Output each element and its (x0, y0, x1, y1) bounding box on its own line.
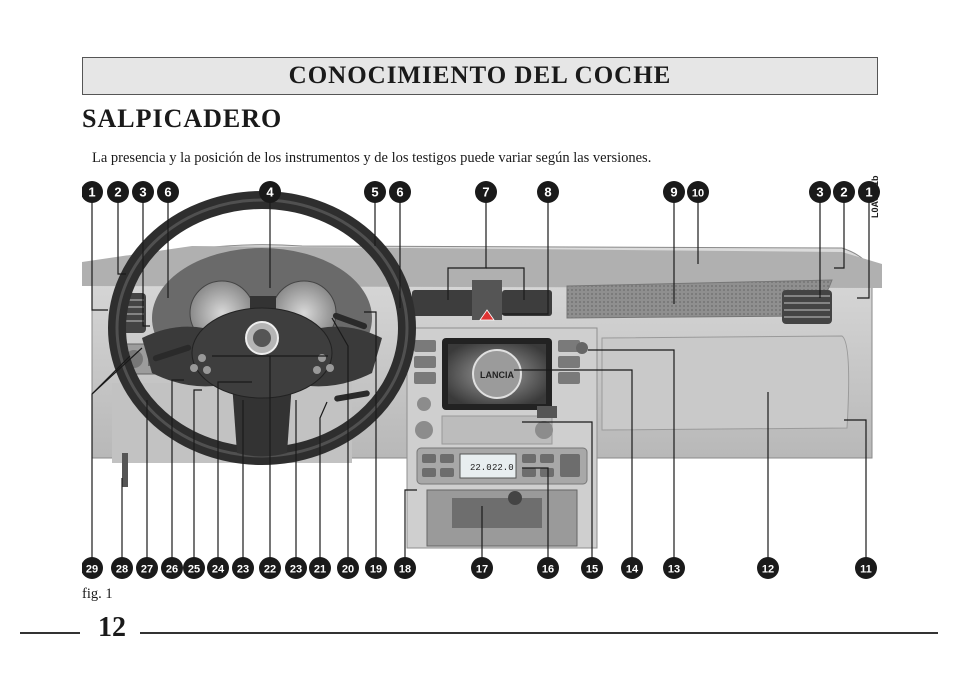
bottom-callout-number: 17 (476, 564, 488, 576)
dashboard-figure: LANCIA 22.0 22.0 (81, 168, 882, 582)
top-callout-number: 6 (164, 185, 171, 200)
top-callout-number: 4 (266, 185, 274, 200)
bottom-callout-badge (136, 557, 158, 579)
climate-left-readout: 22.0 (470, 463, 492, 473)
bottom-callout-badge (337, 557, 359, 579)
top-callout-badge (475, 181, 497, 203)
bottom-callout-badge (365, 557, 387, 579)
bottom-callout-number: 28 (116, 564, 128, 576)
bottom-callout-number: 14 (626, 564, 639, 576)
top-callout-number: 3 (816, 185, 823, 200)
bottom-callout-number: 29 (86, 564, 98, 576)
top-callout-number: 1 (865, 185, 872, 200)
top-callouts: 1 2 3 6 4 5 6 7 8 9 10 3 2 1 (81, 181, 880, 203)
top-callout-number: 10 (692, 188, 704, 200)
top-callout-number: 1 (88, 185, 95, 200)
bottom-callout-number: 24 (212, 564, 225, 576)
top-callout-number: 8 (544, 185, 551, 200)
bottom-callout-badge (111, 557, 133, 579)
bottom-callout-number: 18 (399, 564, 411, 576)
bottom-callout-badge (757, 557, 779, 579)
screen-logo-text: LANCIA (480, 370, 514, 380)
dashboard-illustration: LANCIA 22.0 22.0 (81, 168, 882, 582)
page-number: 12 (98, 612, 126, 643)
bottom-callout-number: 15 (586, 564, 598, 576)
top-callout-badge (157, 181, 179, 203)
top-callout-badge (364, 181, 386, 203)
bottom-callout-badge (581, 557, 603, 579)
bottom-callout-number: 26 (166, 564, 178, 576)
top-callout-badge (833, 181, 855, 203)
bottom-callout-number: 22 (264, 564, 276, 576)
bottom-callout-badge (207, 557, 229, 579)
top-callout-badge (858, 181, 880, 203)
top-callout-number: 9 (670, 185, 677, 200)
chapter-title: CONOCIMIENTO DEL COCHE (288, 62, 672, 89)
bottom-callout-badge (161, 557, 183, 579)
bottom-callout-badge (471, 557, 493, 579)
figure-caption: fig. 1 (82, 586, 113, 602)
bottom-callout-badge (537, 557, 559, 579)
top-callout-number: 5 (371, 185, 378, 200)
bottom-callout-badge (663, 557, 685, 579)
top-callout-number: 2 (840, 185, 847, 200)
bottom-callout-number: 13 (668, 564, 680, 576)
bottom-callout-badge (81, 557, 103, 579)
bottom-callouts: 29 28 27 26 25 24 23 22 23 21 20 19 18 17 16 15 14 13 12 11 (81, 557, 877, 579)
bottom-callout-badge (855, 557, 877, 579)
bottom-callout-number: 23 (237, 564, 249, 576)
top-callout-badge (107, 181, 129, 203)
intro-text: La presencia y la posición de los instru… (92, 150, 652, 166)
bottom-callout-number: 12 (762, 564, 774, 576)
chapter-header: CONOCIMIENTO DEL COCHE (82, 57, 878, 95)
top-callout-badge (687, 181, 709, 203)
top-callout-badge (132, 181, 154, 203)
top-callout-number: 2 (114, 185, 121, 200)
top-callout-badge (389, 181, 411, 203)
climate-right-readout: 22.0 (492, 463, 514, 473)
bottom-callout-badge (309, 557, 331, 579)
top-callout-number: 6 (396, 185, 403, 200)
bottom-callout-number: 25 (188, 564, 200, 576)
bottom-callout-badge (259, 557, 281, 579)
top-callout-badge (537, 181, 559, 203)
top-callout-number: 7 (482, 185, 489, 200)
footer-rule-right (140, 632, 938, 634)
bottom-callout-number: 23 (290, 564, 302, 576)
bottom-callout-badge (394, 557, 416, 579)
bottom-callout-number: 16 (542, 564, 554, 576)
bottom-callout-badge (621, 557, 643, 579)
top-callout-number: 3 (139, 185, 146, 200)
top-callout-badge (81, 181, 103, 203)
bottom-callout-number: 11 (860, 564, 872, 576)
bottom-callout-badge (183, 557, 205, 579)
bottom-callout-badge (232, 557, 254, 579)
section-title: SALPICADERO (82, 104, 283, 133)
bottom-callout-number: 21 (314, 564, 326, 576)
bottom-callout-number: 20 (342, 564, 354, 576)
footer-rule-left (20, 632, 80, 634)
bottom-callout-badge (285, 557, 307, 579)
top-callout-badge (259, 181, 281, 203)
bottom-callout-number: 27 (141, 564, 153, 576)
top-callout-badge (809, 181, 831, 203)
bottom-callout-number: 19 (370, 564, 382, 576)
top-callout-badge (663, 181, 685, 203)
